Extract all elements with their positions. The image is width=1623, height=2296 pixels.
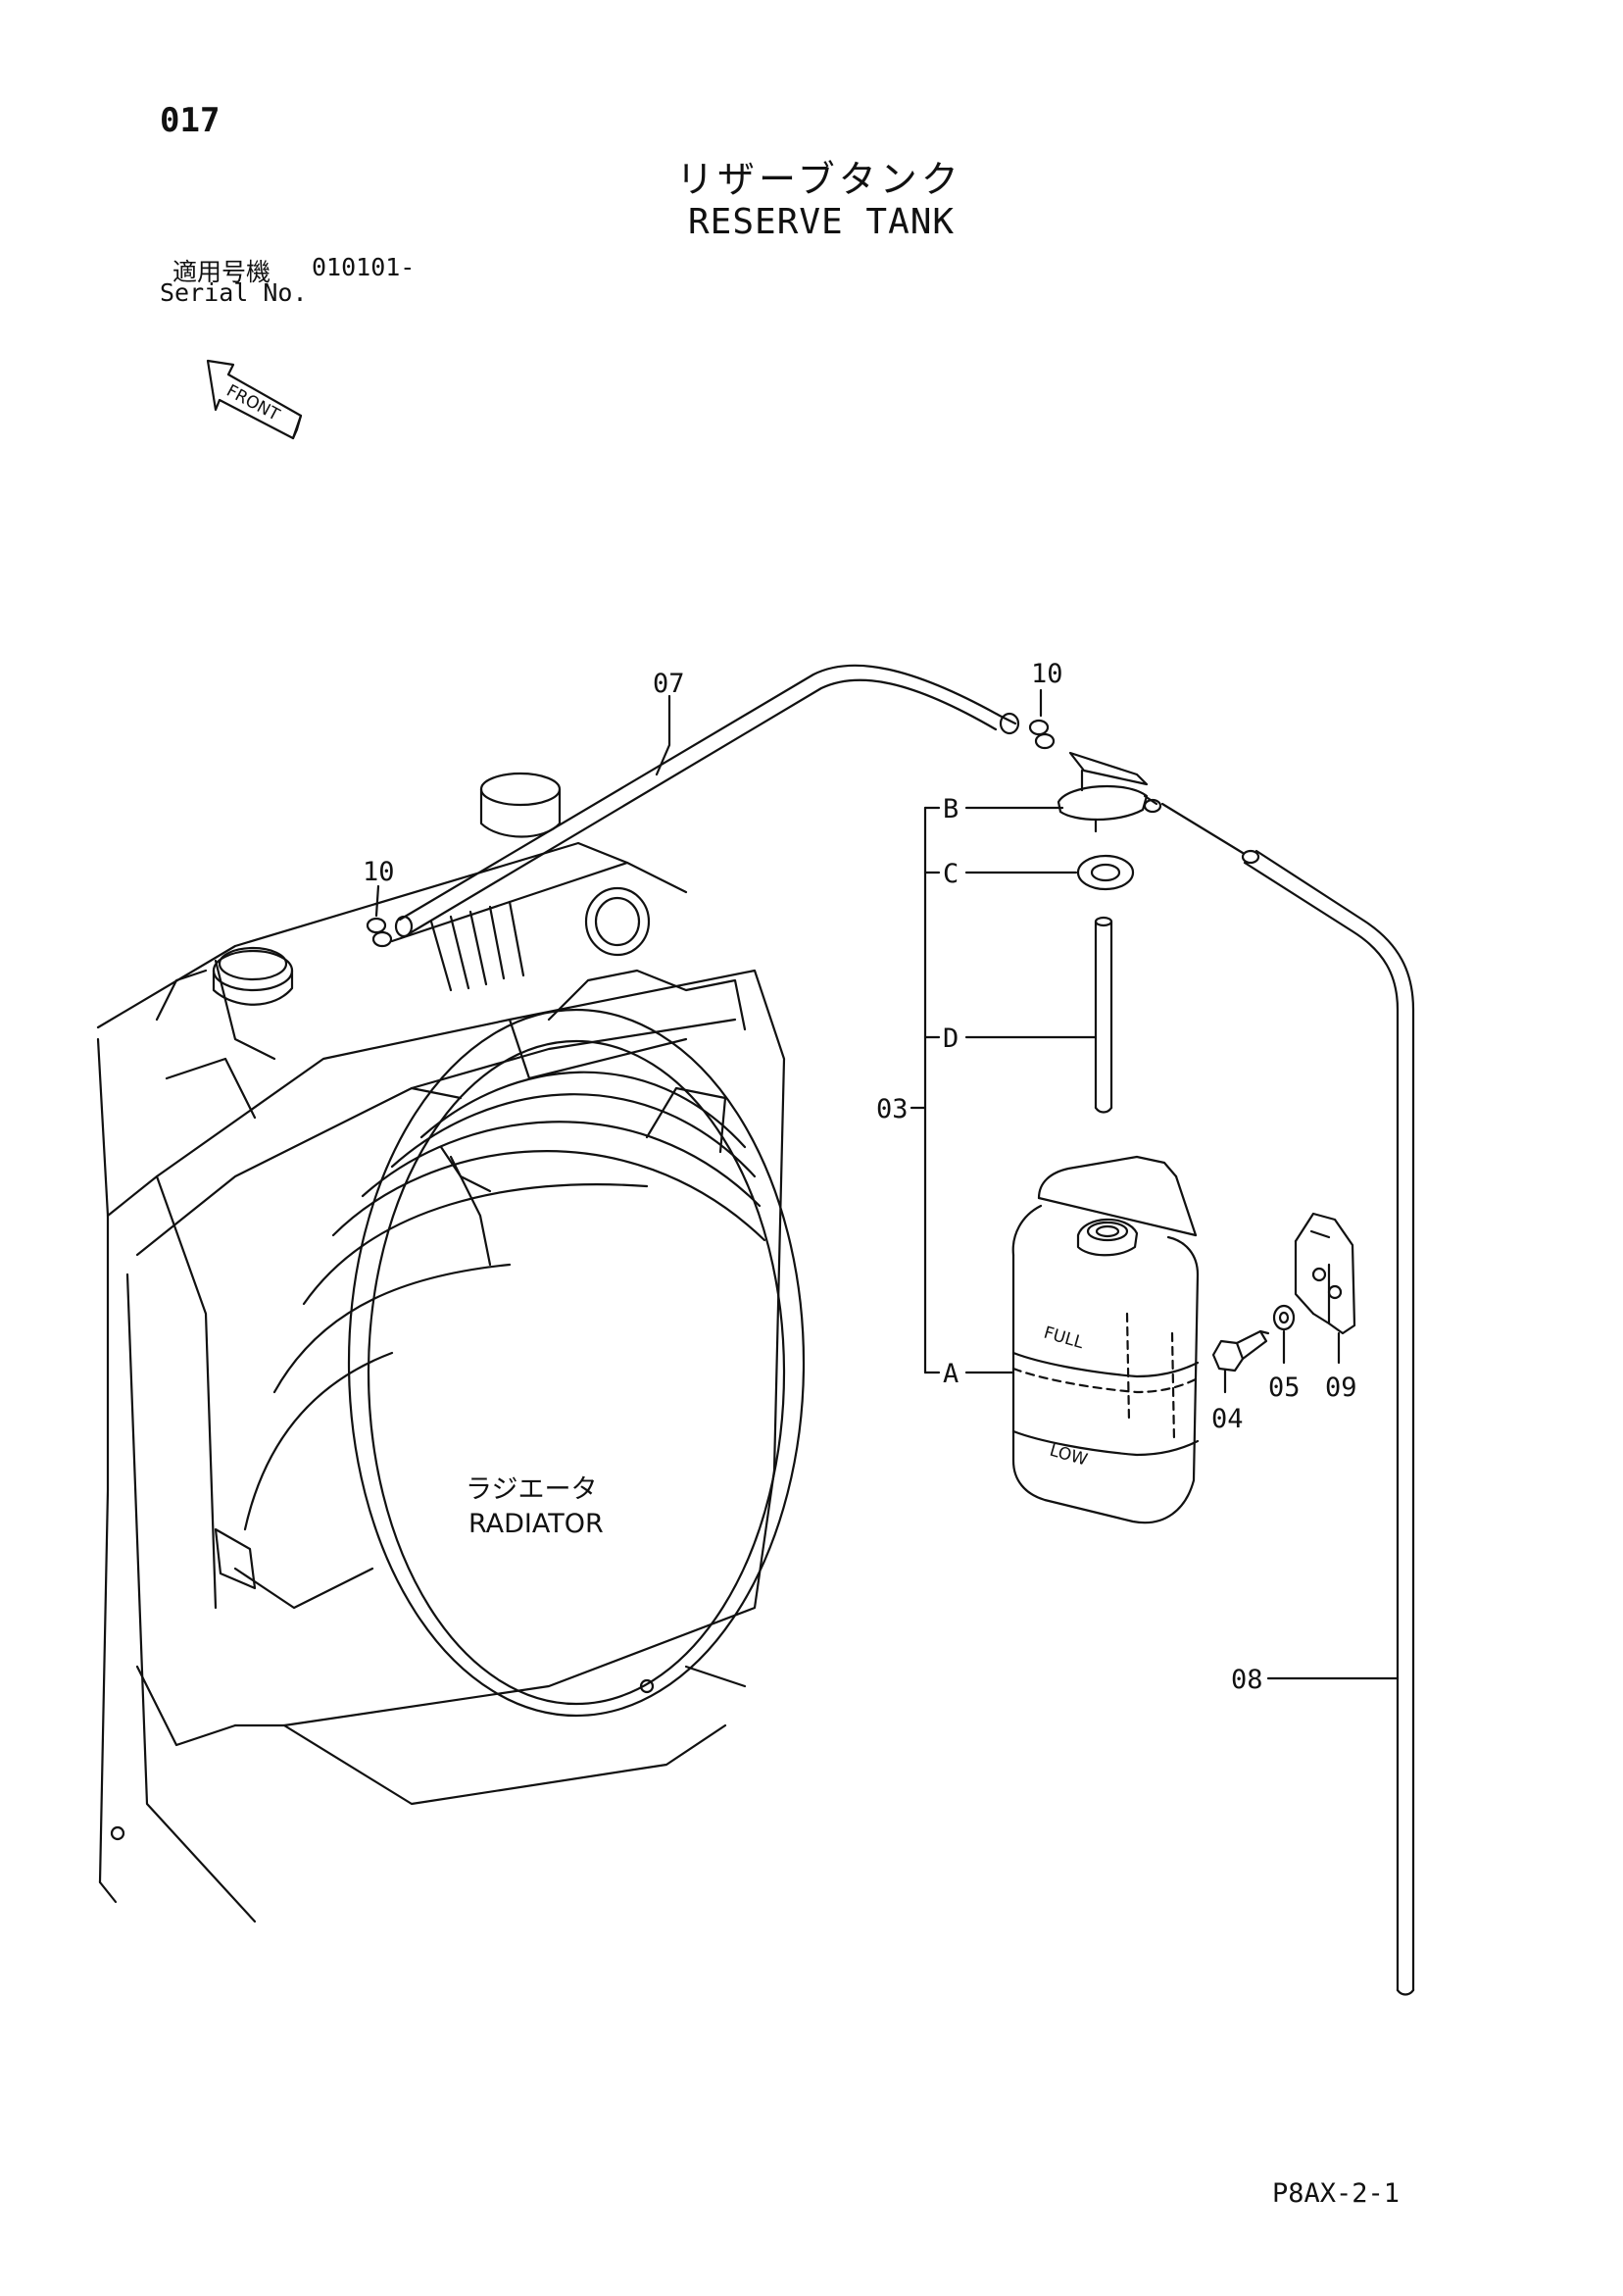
callout-sub-d: D — [943, 1023, 959, 1054]
clamp-10-left — [366, 917, 393, 948]
leader-lines — [374, 688, 1400, 1680]
callout-10-left: 10 — [363, 857, 395, 887]
callout-sub-a: A — [943, 1359, 959, 1389]
callout-07: 07 — [653, 669, 685, 699]
callout-sub-b: B — [943, 794, 959, 824]
serial-label-english: Serial No. — [160, 278, 308, 307]
radiator-label-jp: ラジエータ — [466, 1474, 597, 1505]
serial-value: 010101- — [312, 253, 416, 281]
callout-09: 09 — [1325, 1373, 1357, 1403]
radiator-illustration: ラジエータ RADIATOR — [96, 772, 806, 1923]
low-level-mark: LOW — [1048, 1441, 1090, 1471]
callout-08: 08 — [1231, 1665, 1263, 1695]
document-code: P8AX-2-1 — [1272, 2178, 1401, 2209]
washer-part-05 — [1272, 1304, 1296, 1331]
radiator-label-en: RADIATOR — [468, 1509, 604, 1539]
title-english: RESERVE TANK — [688, 202, 956, 242]
callout-05: 05 — [1268, 1373, 1301, 1403]
page-number: 017 — [160, 101, 221, 140]
clamp-10-top — [1028, 719, 1056, 750]
callout-04: 04 — [1211, 1404, 1244, 1434]
callout-10-top: 10 — [1031, 659, 1063, 689]
bracket-part-09 — [1294, 1212, 1356, 1335]
tube-part-d — [1094, 916, 1113, 1114]
gasket-part-c — [1076, 854, 1135, 891]
tank-cap-part-b — [1057, 751, 1162, 833]
hose-08 — [1160, 802, 1415, 1996]
full-level-mark: FULL — [1042, 1323, 1087, 1354]
title-japanese: リザーブタンク — [676, 158, 962, 201]
bolt-part-04 — [1211, 1329, 1270, 1373]
callout-sub-c: C — [943, 859, 959, 889]
front-arrow-icon: FRONT — [206, 359, 303, 440]
hose-07 — [394, 664, 1020, 938]
reserve-tank-part-a: FULL LOW — [1011, 1155, 1200, 1524]
serial-label-japanese: 適用号機 — [172, 258, 271, 286]
callout-03: 03 — [876, 1094, 909, 1124]
